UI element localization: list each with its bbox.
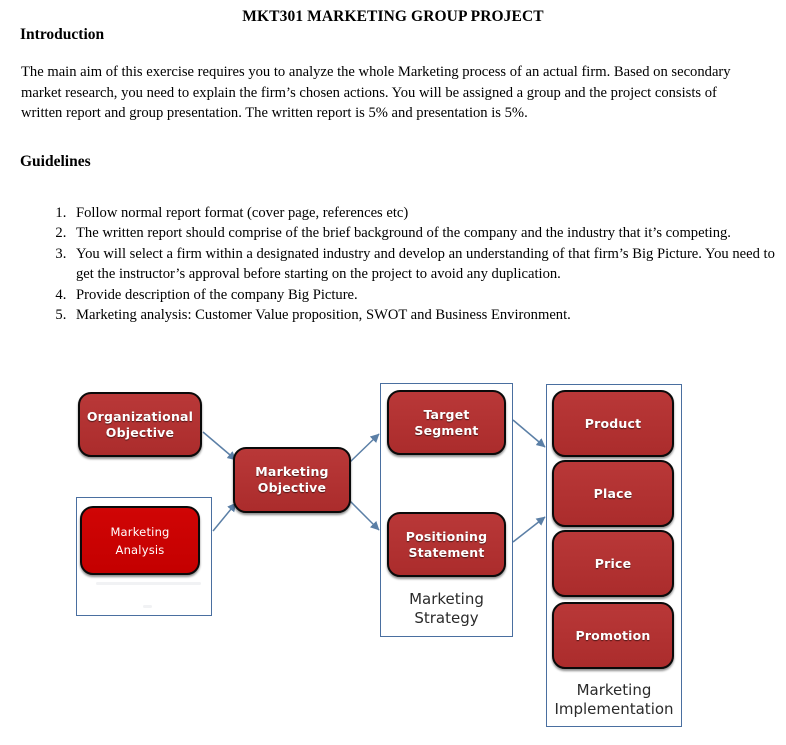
node-label-line: Product xyxy=(584,415,642,431)
list-item: You will select a firm within a designat… xyxy=(70,244,782,285)
node-label-line: Place xyxy=(593,485,633,501)
arrow-org-objective-to-marketing-objective xyxy=(202,431,237,461)
section-heading-introduction: Introduction xyxy=(20,26,105,43)
group-label-line: Marketing xyxy=(409,590,484,608)
arrow-target-segment-to-implementation xyxy=(512,419,546,448)
node-place[interactable]: Place xyxy=(552,460,674,527)
arrow-marketing-objective-to-target-segment xyxy=(349,433,380,463)
node-product[interactable]: Product xyxy=(552,390,674,457)
node-label-line: Marketing xyxy=(110,524,170,539)
node-target-segment[interactable]: Target Segment xyxy=(387,390,506,455)
list-item: The written report should comprise of th… xyxy=(70,223,782,243)
node-label-line: Promotion xyxy=(575,627,651,643)
group-label-marketing-implementation: Marketing Implementation xyxy=(538,681,690,719)
node-price[interactable]: Price xyxy=(552,530,674,597)
group-label-line: Strategy xyxy=(414,609,479,627)
node-label-line: Target xyxy=(423,406,470,422)
node-label-line: Objective xyxy=(105,424,175,440)
guidelines-list: Follow normal report format (cover page,… xyxy=(42,203,782,325)
node-label-line: Segment xyxy=(414,422,479,438)
node-label-line: Organizational xyxy=(86,408,194,424)
node-label-line: Price xyxy=(594,555,632,571)
node-marketing-objective[interactable]: Marketing Objective xyxy=(233,447,351,513)
group-label-marketing-strategy: Marketing Strategy xyxy=(380,590,513,628)
list-item: Provide description of the company Big P… xyxy=(70,285,782,305)
arrow-positioning-statement-to-implementation xyxy=(512,516,546,543)
scan-artifact xyxy=(143,605,152,608)
node-marketing-analysis[interactable]: Marketing Analysis xyxy=(80,506,200,575)
section-heading-guidelines: Guidelines xyxy=(20,153,91,170)
node-promotion[interactable]: Promotion xyxy=(552,602,674,669)
page-title: MKT301 MARKETING GROUP PROJECT xyxy=(242,8,544,25)
arrow-marketing-objective-to-positioning-statement xyxy=(349,500,380,531)
group-label-line: Marketing xyxy=(576,681,652,699)
group-label-line: Implementation xyxy=(554,700,674,718)
list-item: Follow normal report format (cover page,… xyxy=(70,203,782,223)
node-positioning-statement[interactable]: Positioning Statement xyxy=(387,512,506,577)
arrow-marketing-analysis-to-marketing-objective xyxy=(212,502,237,532)
node-label-line: Marketing xyxy=(255,464,329,479)
introduction-paragraph: The main aim of this exercise requires y… xyxy=(21,64,731,122)
node-label-line: Objective xyxy=(257,480,327,495)
node-organizational-objective[interactable]: Organizational Objective xyxy=(78,392,202,457)
scan-artifact xyxy=(96,582,201,585)
node-label-line: Positioning xyxy=(405,528,488,544)
list-item: Marketing analysis: Customer Value propo… xyxy=(70,305,782,325)
node-label-line: Statement xyxy=(408,544,485,560)
node-label-line: Analysis xyxy=(115,542,165,557)
